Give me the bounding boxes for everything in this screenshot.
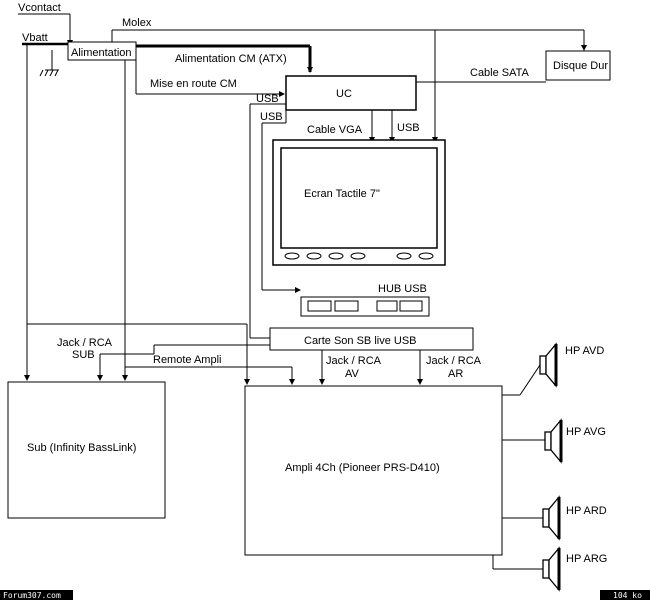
ecran-button [418, 252, 434, 260]
jack-ar-label-2: AR [448, 368, 463, 380]
hub-port [307, 300, 332, 312]
vbatt-label: Vbatt [22, 32, 48, 44]
hp-avg-label: HP AVG [566, 426, 606, 438]
remote-ampli-label: Remote Ampli [153, 354, 221, 366]
alimentation-box [67, 41, 137, 61]
usb-left-label: USB [260, 111, 283, 123]
usb-screen-label: USB [397, 122, 420, 134]
footer-left-text: Forum307.com [3, 591, 61, 600]
ecran-button [350, 252, 366, 260]
speaker-icon [542, 546, 561, 592]
usb-top-label: USB [256, 93, 279, 105]
hp-ard-label: HP ARD [566, 505, 607, 517]
uc-label: UC [336, 88, 352, 100]
footer-left-badge [0, 590, 73, 600]
hub-port [334, 300, 359, 312]
vcontact-label: Vcontact [18, 2, 61, 14]
molex-label: Molex [122, 17, 152, 29]
alimentation-cm-label: Alimentation CM (ATX) [175, 53, 287, 65]
disque-dur-label: Disque Dur [553, 60, 608, 72]
jack-av-label-1: Jack / RCA [326, 355, 382, 367]
ecran-label: Ecran Tactile 7" [304, 188, 380, 200]
ampli-box [244, 385, 503, 556]
ecran-button [284, 252, 300, 260]
sub-label: Sub (Infinity BassLink) [27, 442, 136, 454]
jack-sub-label-1: Jack / RCA [57, 337, 113, 349]
jack-av-label-2: AV [345, 368, 360, 380]
hub-port [399, 300, 423, 312]
hp-arg-label: HP ARG [566, 553, 607, 565]
disque-dur-box [545, 50, 611, 81]
alimentation-label: Alimentation [71, 47, 132, 59]
sub-box [7, 381, 166, 519]
footer-right-badge [600, 590, 650, 600]
jack-sub-label-2: SUB [72, 349, 95, 361]
speaker-icon [539, 342, 558, 388]
ecran-button [328, 252, 344, 260]
jack-ar-label-1: Jack / RCA [426, 355, 482, 367]
hub-port [376, 300, 398, 312]
cable-sata-label: Cable SATA [470, 67, 530, 79]
carte-son-label: Carte Son SB live USB [304, 335, 417, 347]
carte-son-box [269, 327, 474, 351]
speaker-icon [544, 418, 563, 464]
ecran-screen [280, 147, 438, 249]
footer-right-text: 104 ko [613, 591, 642, 600]
uc-box [285, 75, 417, 111]
ecran-button [396, 252, 412, 260]
speaker-icon [542, 495, 561, 541]
ampli-label: Ampli 4Ch (Pioneer PRS-D410) [285, 462, 440, 474]
ecran-button [306, 252, 322, 260]
hub-usb-label: HUB USB [378, 283, 427, 295]
hp-avd-label: HP AVD [565, 345, 604, 357]
cable-vga-label: Cable VGA [307, 124, 363, 136]
mise-en-route-label: Mise en route CM [150, 78, 237, 90]
